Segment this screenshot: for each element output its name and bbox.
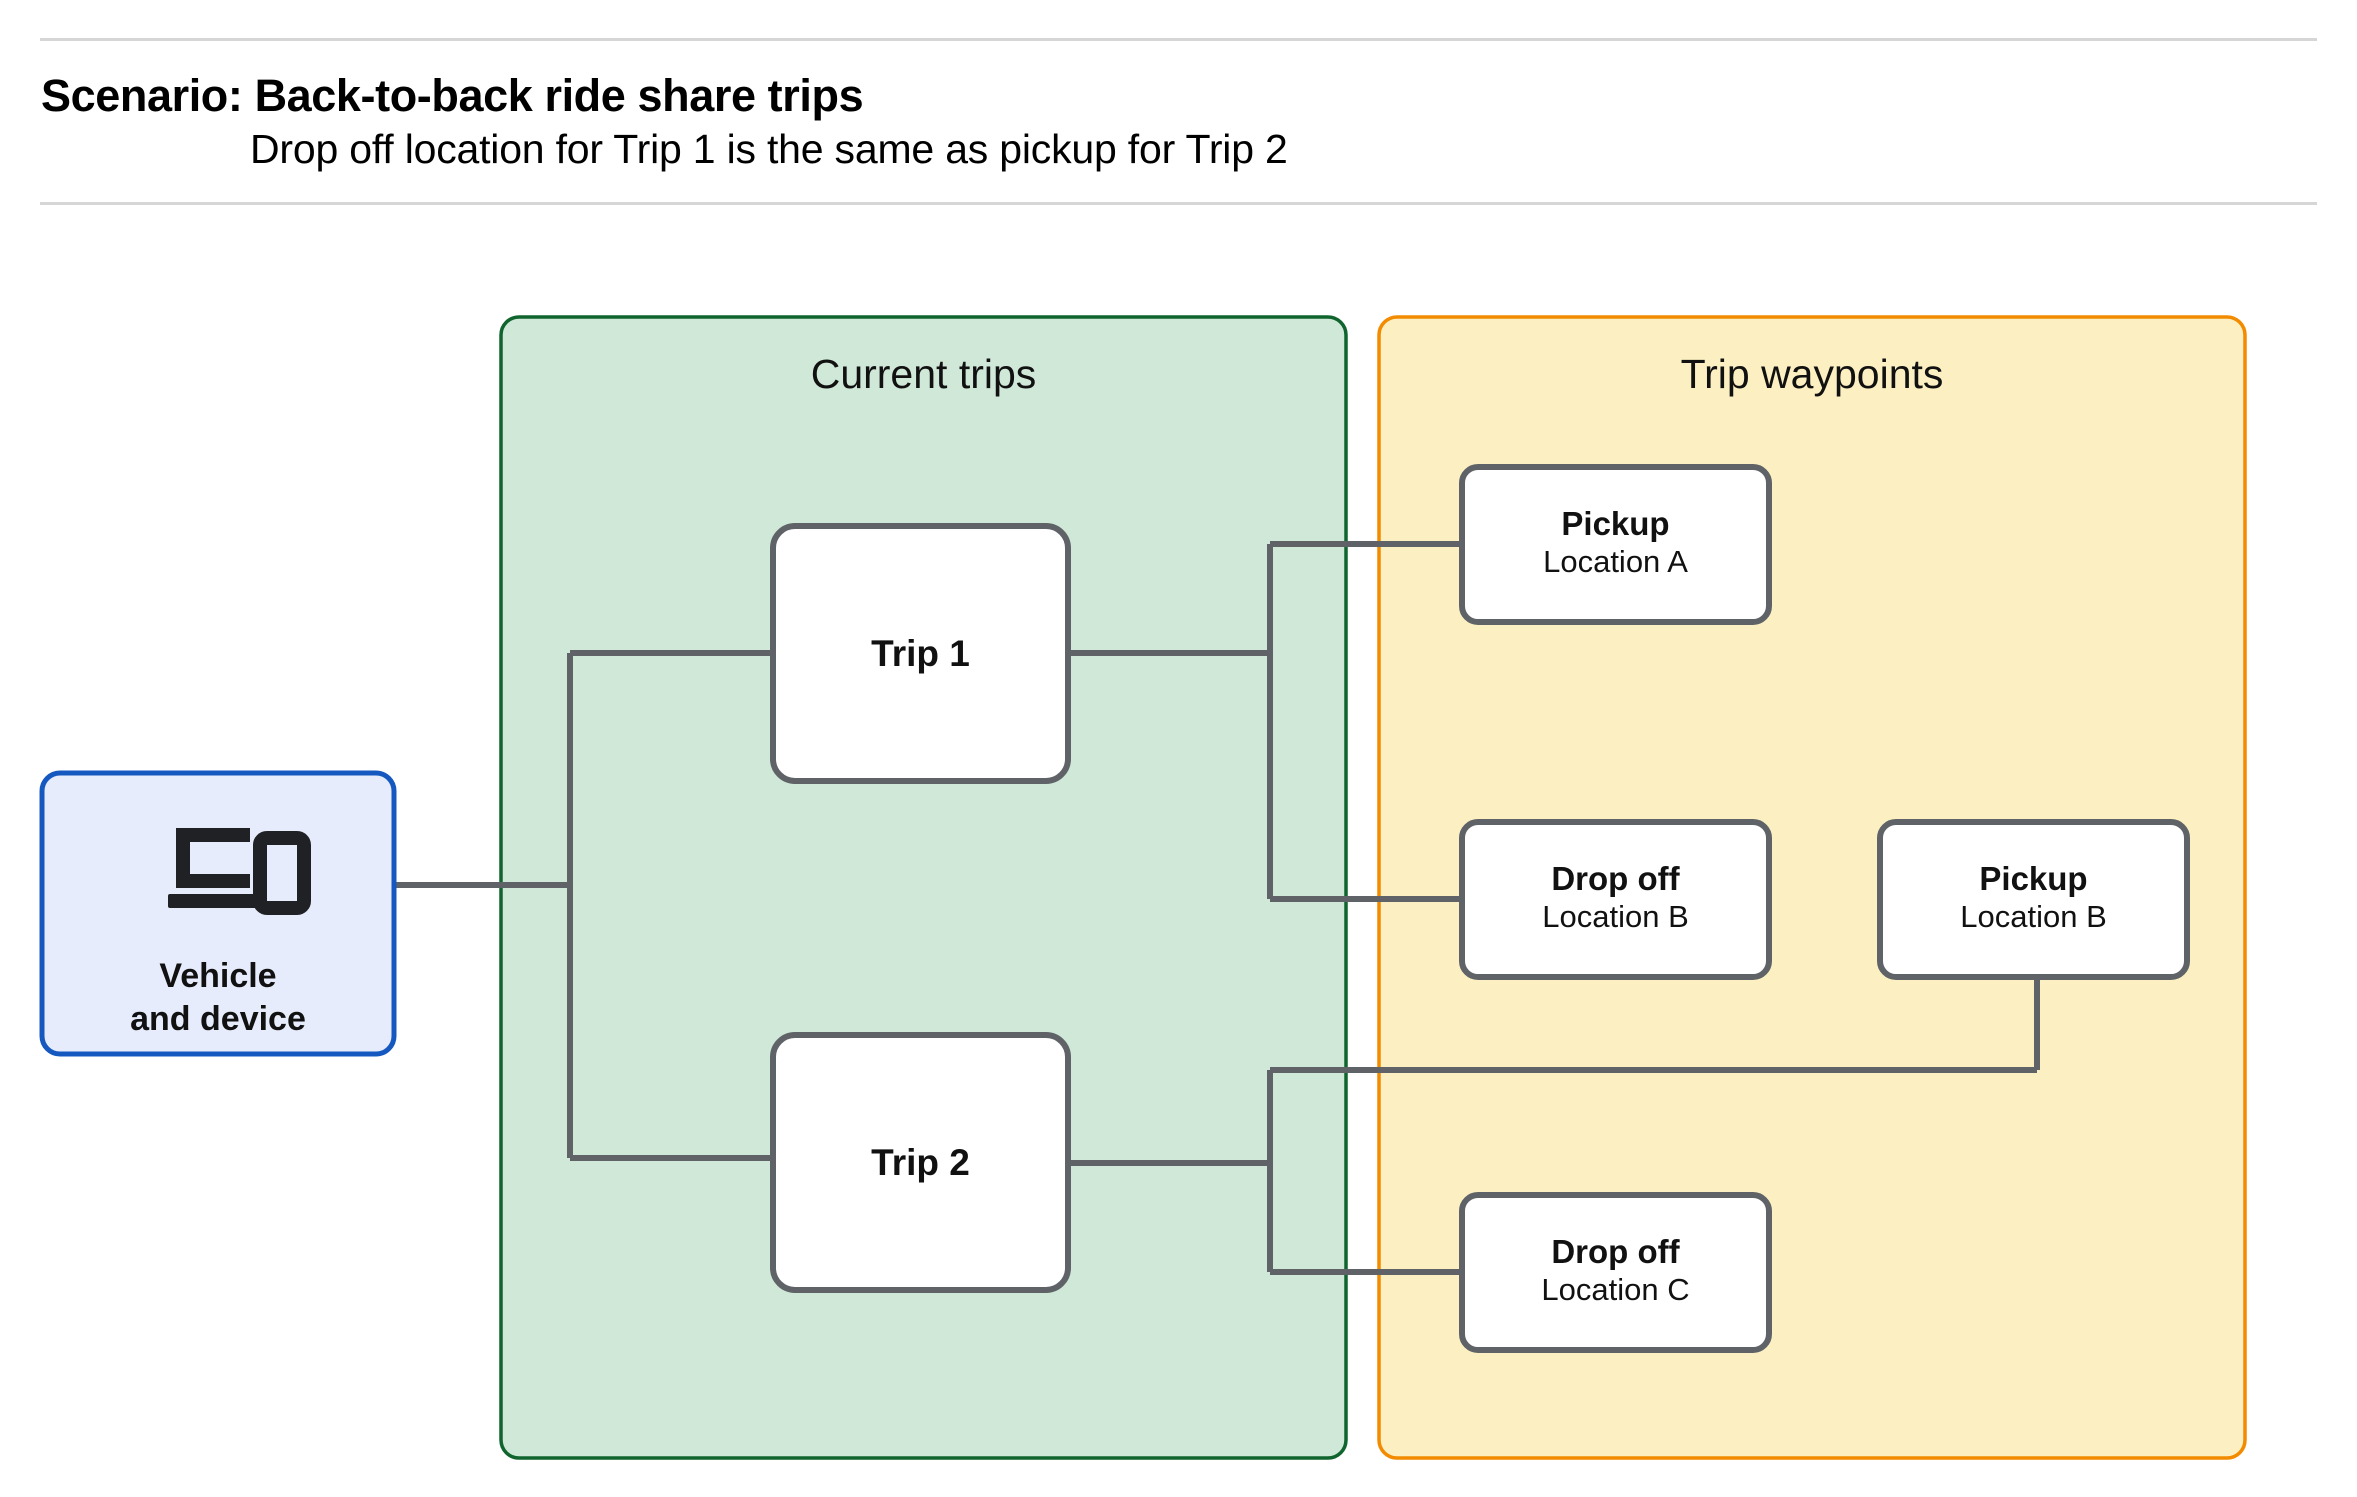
header-divider-bottom (40, 202, 2317, 205)
node-pickup-b[interactable] (1877, 819, 2190, 980)
page-subtitle: Drop off location for Trip 1 is the same… (250, 126, 1288, 172)
devices-icon (168, 828, 311, 915)
node-pickup-a[interactable] (1459, 464, 1772, 625)
page-title: Scenario: Back-to-back ride share trips (41, 70, 864, 121)
connector-lines (394, 541, 2040, 1275)
scenario-header: Scenario: Back-to-back ride share trips … (0, 0, 2357, 205)
node-dropoff-b[interactable] (1459, 819, 1772, 980)
node-dropoff-c[interactable] (1459, 1192, 1772, 1353)
node-vehicle-and-device[interactable] (39, 770, 397, 1057)
node-trip-1[interactable] (770, 523, 1071, 784)
header-divider-top (40, 38, 2317, 41)
node-trip-2[interactable] (770, 1032, 1071, 1293)
